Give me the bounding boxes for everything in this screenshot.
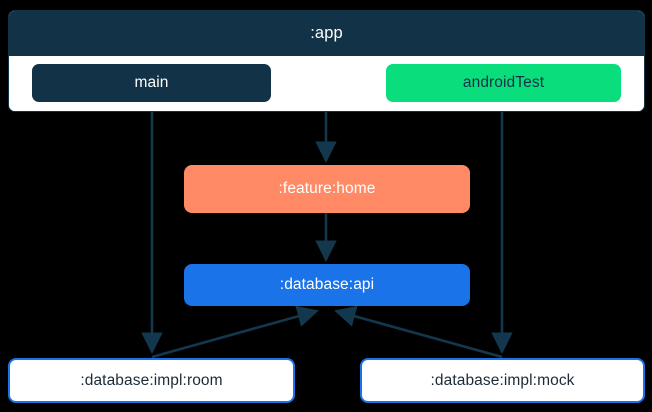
cluster-app-body: main androidTest (9, 56, 644, 111)
node-database-api-label: :database:api (279, 276, 375, 294)
node-feature-home[interactable]: :feature:home (184, 165, 470, 213)
cluster-app[interactable]: :app main androidTest (8, 10, 645, 112)
node-feature-home-label: :feature:home (278, 180, 376, 198)
node-androidtest[interactable]: androidTest (386, 64, 621, 102)
node-database-impl-room-label: :database:impl:room (80, 371, 223, 389)
node-main-label: main (134, 74, 169, 92)
cluster-app-title: :app (9, 11, 644, 56)
node-database-impl-mock-label: :database:impl:mock (430, 371, 575, 389)
node-database-api[interactable]: :database:api (184, 264, 470, 306)
node-androidtest-label: androidTest (462, 74, 545, 92)
edge-room-to-database-api (151, 305, 319, 359)
node-database-impl-room[interactable]: :database:impl:room (8, 358, 295, 403)
cluster-app-label: :app (310, 24, 343, 43)
edge-mock-to-database-api (334, 305, 503, 359)
node-main[interactable]: main (32, 64, 271, 102)
node-database-impl-mock[interactable]: :database:impl:mock (360, 358, 645, 403)
